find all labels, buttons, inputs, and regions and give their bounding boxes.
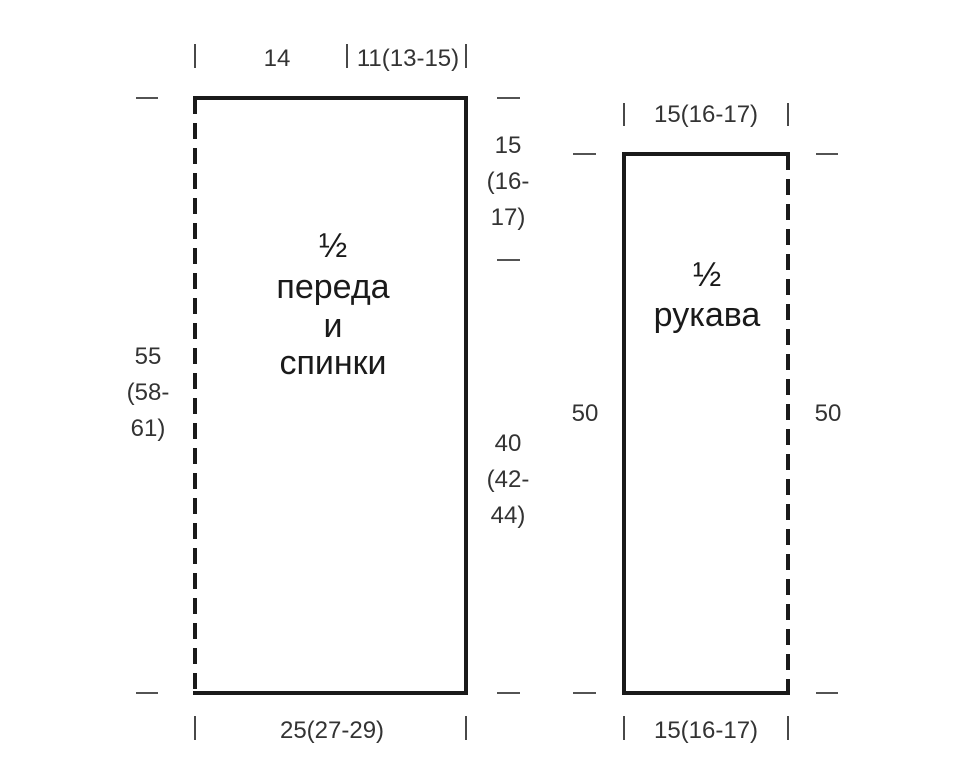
body-neck-width: 14 — [264, 45, 291, 72]
sleeve-bottom-width: 15(16-17) — [654, 717, 758, 744]
body-height-line-3: 61) — [131, 415, 166, 442]
body-label-fraction: ½ — [319, 227, 347, 265]
sleeve-left-height: 50 — [572, 400, 599, 427]
armhole-depth-line-2: (16- — [487, 168, 530, 195]
armhole-depth-line-1: 15 — [495, 132, 522, 159]
sleeve-label-line-1: рукава — [654, 296, 761, 334]
body-width: 25(27-29) — [280, 717, 384, 744]
body-shoulder-width: 11(13-15) — [357, 45, 459, 72]
body-height-line-1: 55 — [135, 343, 162, 370]
side-length-line-2: (42- — [487, 466, 530, 493]
side-length-line-3: 44) — [491, 502, 526, 529]
body-label-line-1: переда — [276, 268, 389, 306]
body-label-line-2: и — [324, 307, 343, 345]
sleeve-right-height: 50 — [815, 400, 842, 427]
body-label-line-3: спинки — [279, 344, 386, 382]
sleeve-top-width: 15(16-17) — [654, 101, 758, 128]
side-length-line-1: 40 — [495, 430, 522, 457]
sleeve-label-fraction: ½ — [693, 256, 721, 294]
body-height-line-2: (58- — [127, 379, 170, 406]
armhole-depth-line-3: 17) — [491, 204, 526, 231]
